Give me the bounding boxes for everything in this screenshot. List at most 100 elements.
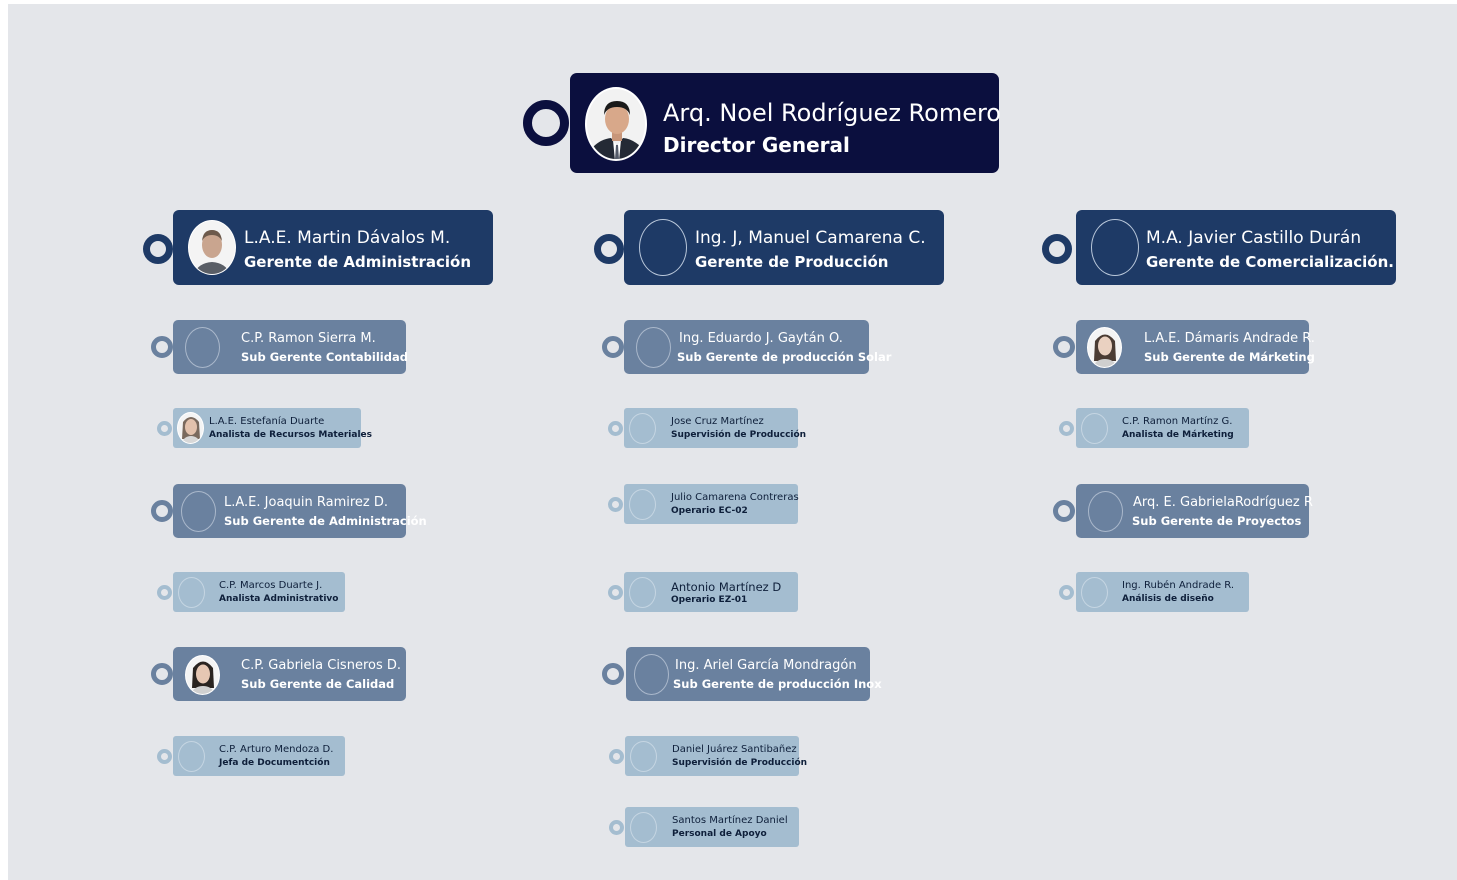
avatar-placeholder-icon [630,741,657,772]
person-name: L.A.E. Martin Dávalos M. [244,228,451,248]
person-role: Sub Gerente de Administración [224,514,427,528]
connector-ring-icon [1059,585,1074,600]
person-role: Supervisión de Producción [672,758,808,768]
person-photo-icon [185,655,220,695]
connector-ring-icon [157,421,172,436]
connector-ring-icon [608,585,623,600]
person-role: Análisis de diseño [1122,594,1214,604]
node-sub-gerente[interactable]: Ing. Eduardo J. Gaytán O. Sub Gerente de… [602,320,891,374]
person-name: Jose Cruz Martínez [671,416,764,427]
person-name: Julio Camarena Contreras [671,492,799,503]
avatar-placeholder-icon [629,577,656,608]
node-director[interactable]: Arq. Noel Rodríguez Romero Director Gene… [523,73,1001,173]
person-name: C.P. Marcos Duarte J. [219,580,323,591]
node-sub-gerente[interactable]: C.P. Ramon Sierra M. Sub Gerente Contabi… [151,320,408,374]
connector-ring-icon [151,336,173,358]
node-staff[interactable]: C.P. Marcos Duarte J. Analista Administr… [157,572,345,612]
avatar-placeholder-icon [634,654,669,695]
node-staff[interactable]: Antonio Martínez D Operario EZ-01 [608,572,798,612]
avatar-placeholder-icon [629,489,656,520]
connector-ring-icon [609,820,624,835]
person-photo-icon [585,87,647,161]
node-staff[interactable]: Jose Cruz Martínez Supervisión de Produc… [608,408,806,448]
person-name: L.A.E. Dámaris Andrade R. [1144,331,1315,346]
person-name: Ing. Rubén Andrade R. [1122,580,1235,591]
node-sub-gerente[interactable]: L.A.E. Dámaris Andrade R. Sub Gerente de… [1053,320,1315,374]
person-role: Director General [663,133,850,157]
connector-ring-icon [609,749,624,764]
person-role: Sub Gerente Contabilidad [241,350,408,364]
avatar-placeholder-icon [178,577,205,608]
avatar-placeholder-icon [629,413,656,444]
node-sub-gerente[interactable]: Arq. E. GabrielaRodríguez R Sub Gerente … [1053,484,1313,538]
connector-ring-icon [608,421,623,436]
avatar-placeholder-icon [178,741,205,772]
node-manager-produccion[interactable]: Ing. J, Manuel Camarena C. Gerente de Pr… [594,210,944,285]
person-role: Supervisión de Producción [671,430,807,440]
person-name: C.P. Gabriela Cisneros D. [241,658,402,673]
connector-ring-icon [1042,234,1072,264]
person-name: Arq. Noel Rodríguez Romero [663,99,1001,127]
connector-ring-icon [143,234,173,264]
node-staff[interactable]: L.A.E. Estefanía Duarte Analista de Recu… [157,408,372,448]
node-sub-gerente[interactable]: L.A.E. Joaquin Ramirez D. Sub Gerente de… [151,484,427,538]
avatar-placeholder-icon [181,491,216,532]
connector-ring-icon [157,585,172,600]
person-role: Analista de Márketing [1122,430,1234,440]
person-photo-icon [188,220,236,275]
person-name: Santos Martínez Daniel [672,815,788,826]
node-staff[interactable]: Ing. Rubén Andrade R. Análisis de diseño [1059,572,1249,612]
avatar-placeholder-icon [1081,577,1108,608]
person-role: Sub Gerente de Calidad [241,677,395,691]
connector-ring-icon [151,500,173,522]
org-chart-canvas: Arq. Noel Rodríguez Romero Director Gene… [8,4,1457,880]
node-sub-gerente[interactable]: Ing. Ariel García Mondragón Sub Gerente … [602,647,882,701]
node-card [173,408,361,448]
node-staff[interactable]: Daniel Juárez Santibañez Supervisión de … [609,736,807,776]
node-sub-gerente[interactable]: C.P. Gabriela Cisneros D. Sub Gerente de… [151,647,406,701]
person-name: C.P. Arturo Mendoza D. [219,744,334,755]
person-name: C.P. Ramon Sierra M. [241,331,376,346]
person-role: Jefa de Documentción [219,758,330,768]
connector-ring-icon [602,663,624,685]
connector-ring-icon [602,336,624,358]
person-name: Arq. E. GabrielaRodríguez R [1133,495,1313,510]
node-staff[interactable]: Santos Martínez Daniel Personal de Apoyo [609,807,799,847]
connector-ring-icon [608,497,623,512]
avatar-placeholder-icon [1088,491,1123,532]
connector-ring-icon [594,234,624,264]
person-role: Personal de Apoyo [672,829,767,839]
node-staff[interactable]: C.P. Ramon Martínz G. Analista de Márket… [1059,408,1249,448]
node-manager-comercializacion[interactable]: M.A. Javier Castillo Durán Gerente de Co… [1042,210,1396,285]
person-name: L.A.E. Joaquin Ramirez D. [224,495,389,510]
person-role: Gerente de Administración [244,253,472,271]
connector-ring-icon [523,100,569,146]
person-name: Daniel Juárez Santibañez [672,744,797,755]
connector-ring-icon [1053,336,1075,358]
person-name: M.A. Javier Castillo Durán [1146,228,1362,248]
person-name: Ing. Eduardo J. Gaytán O. [679,331,843,346]
person-role: Gerente de Comercialización. [1146,253,1394,271]
node-staff[interactable]: C.P. Arturo Mendoza D. Jefa de Documentc… [157,736,345,776]
connector-ring-icon [1059,421,1074,436]
person-name: Ing. Ariel García Mondragón [675,658,857,673]
person-photo-icon [177,412,204,444]
person-role: Operario EC-02 [671,506,748,516]
person-name: C.P. Ramon Martínz G. [1122,416,1233,427]
avatar-placeholder-icon [185,327,220,368]
node-staff[interactable]: Julio Camarena Contreras Operario EC-02 [608,484,799,524]
person-role: Operario EZ-01 [671,595,748,605]
person-name: L.A.E. Estefanía Duarte [209,416,325,427]
connector-ring-icon [151,663,173,685]
connector-ring-icon [1053,500,1075,522]
avatar-placeholder-icon [1091,219,1139,276]
person-role: Analista de Recursos Materiales [209,430,372,440]
person-name: Antonio Martínez D [671,580,782,594]
person-role: Gerente de Producción [695,253,889,271]
avatar-placeholder-icon [636,327,671,368]
node-manager-administracion[interactable]: L.A.E. Martin Dávalos M. Gerente de Admi… [143,210,493,285]
person-role: Sub Gerente de producción Solar [677,350,892,364]
connector-ring-icon [157,749,172,764]
avatar-placeholder-icon [630,812,657,843]
person-role: Analista Administrativo [219,594,339,604]
